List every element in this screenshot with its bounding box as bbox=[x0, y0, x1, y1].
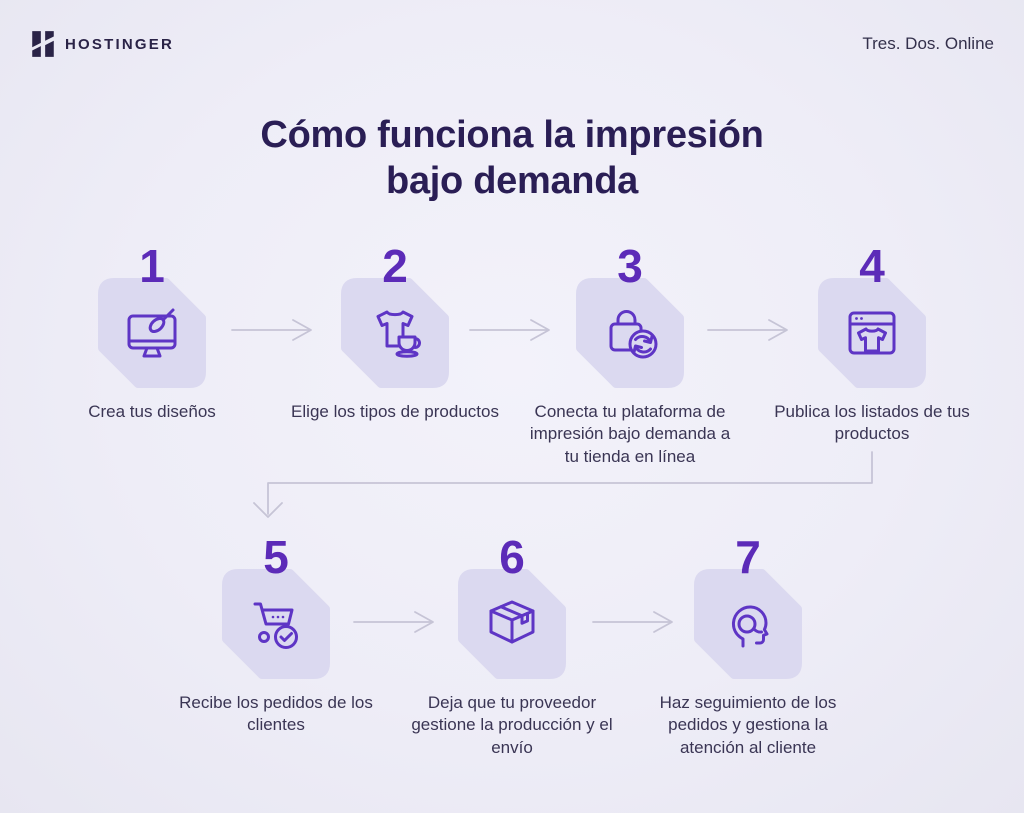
browser-tshirt-icon bbox=[848, 311, 896, 355]
brand-name: HOSTINGER bbox=[65, 35, 174, 53]
step-3-tile bbox=[576, 278, 684, 388]
step-6-number: 6 bbox=[499, 531, 525, 583]
step-5: 5 Recibe los pedidos de los clientes bbox=[161, 534, 391, 737]
tagline: Tres. Dos. Online bbox=[862, 34, 994, 53]
step-5-tile bbox=[222, 569, 330, 679]
flow-arrow-3-4 bbox=[707, 319, 788, 341]
hostinger-logo-icon bbox=[32, 31, 54, 57]
shopping-bag-sync-icon bbox=[609, 310, 658, 359]
flow-arrow-5-6 bbox=[353, 611, 434, 633]
step-3-number: 3 bbox=[617, 240, 643, 292]
flow-arrow-1-2 bbox=[231, 319, 312, 341]
step-1-tile bbox=[98, 278, 206, 388]
step-tile-shape bbox=[341, 278, 449, 388]
package-box-icon bbox=[489, 600, 535, 644]
step-3-label: Conecta tu plataforma de impresión bajo … bbox=[529, 402, 731, 466]
step-tile-shape bbox=[576, 278, 684, 388]
step-6: 6 Deja que tu proveedor gestione la prod… bbox=[397, 534, 627, 759]
cart-check-icon bbox=[253, 602, 298, 649]
step-3: 3 Conecta tu plataforma de impresión baj… bbox=[515, 243, 745, 468]
page-title-line1: Cómo funciona la impresión bbox=[260, 114, 764, 156]
step-1: 1 Crea tus diseños bbox=[37, 243, 267, 423]
step-2: 2 Elige los tipos de productos bbox=[280, 243, 510, 423]
step-4: 4 Publica los listados de tus productos bbox=[757, 243, 987, 446]
flow-arrow-2-3 bbox=[469, 319, 550, 341]
step-4-label: Publica los listados de tus productos bbox=[774, 402, 970, 444]
hostinger-logo: HOSTINGER bbox=[30, 30, 174, 58]
step-4-tile bbox=[818, 278, 926, 388]
step-2-number: 2 bbox=[382, 240, 408, 292]
page-title-line2: bajo demanda bbox=[386, 160, 638, 202]
header: HOSTINGER Tres. Dos. Online bbox=[30, 30, 994, 58]
step-7: 7 Haz seguimiento de los pedidos y gesti… bbox=[633, 534, 863, 759]
step-1-label: Crea tus diseños bbox=[88, 402, 216, 421]
headset-support-icon bbox=[731, 605, 769, 648]
step-2-label: Elige los tipos de productos bbox=[291, 402, 499, 421]
step-5-number: 5 bbox=[263, 531, 289, 583]
step-7-label: Haz seguimiento de los pedidos y gestion… bbox=[659, 693, 837, 757]
step-7-tile bbox=[694, 569, 802, 679]
step-tile-shape bbox=[694, 569, 802, 679]
step-1-number: 1 bbox=[139, 240, 165, 292]
step-2-tile bbox=[341, 278, 449, 388]
tshirt-mug-icon bbox=[376, 310, 421, 358]
step-5-label: Recibe los pedidos de los clientes bbox=[179, 693, 373, 735]
step-4-number: 4 bbox=[859, 240, 885, 292]
step-tile-shape bbox=[98, 278, 206, 388]
flow-arrow-6-7 bbox=[592, 611, 673, 633]
page-title: Cómo funciona la impresión bajo demanda bbox=[0, 112, 1024, 204]
step-6-label: Deja que tu proveedor gestione la produc… bbox=[411, 693, 613, 757]
step-6-tile bbox=[458, 569, 566, 679]
step-7-number: 7 bbox=[735, 531, 761, 583]
monitor-paintbrush-icon bbox=[127, 308, 177, 358]
